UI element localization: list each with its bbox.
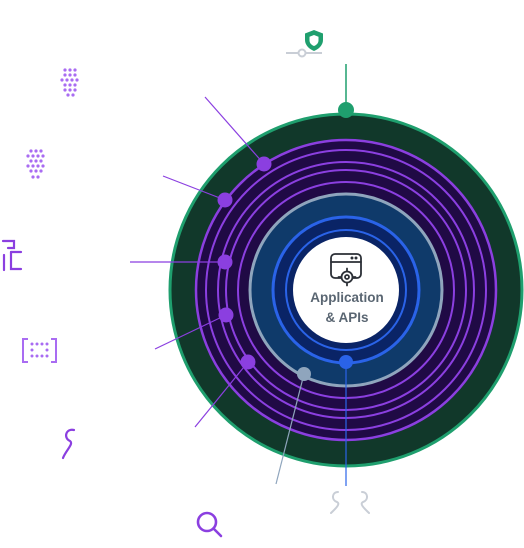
node-steel bbox=[297, 367, 311, 381]
connector-purple-5 bbox=[194, 361, 249, 428]
node-purple-2 bbox=[217, 192, 233, 208]
dot-grid-icon bbox=[60, 68, 79, 97]
blue-ring-inner bbox=[285, 229, 407, 351]
glyph-icon bbox=[1, 239, 23, 272]
node-purple-3 bbox=[217, 254, 233, 270]
center-hub bbox=[293, 237, 399, 343]
toggle-slider-icon bbox=[286, 48, 322, 58]
node-purple-5 bbox=[240, 354, 256, 370]
node-outer bbox=[338, 102, 354, 118]
connector-purple-2 bbox=[162, 175, 226, 201]
tail-icon bbox=[61, 428, 76, 460]
center-label-line1: Application bbox=[310, 290, 384, 305]
shield-icon bbox=[305, 30, 323, 51]
dot-grid-icon bbox=[26, 149, 45, 179]
center-label-line2: & APIs bbox=[325, 310, 369, 325]
connector-steel bbox=[275, 373, 305, 485]
connector-purple-1 bbox=[204, 96, 265, 165]
connector-purple-4 bbox=[154, 314, 227, 350]
node-purple-1 bbox=[256, 156, 272, 172]
search-icon bbox=[196, 511, 223, 538]
browser-gear-icon bbox=[330, 253, 362, 287]
double-tail-icon bbox=[330, 491, 370, 514]
node-blue bbox=[339, 355, 353, 369]
bracket-dots-icon bbox=[22, 338, 57, 363]
center-label: Application & APIs bbox=[292, 288, 402, 328]
node-purple-4 bbox=[218, 307, 234, 323]
